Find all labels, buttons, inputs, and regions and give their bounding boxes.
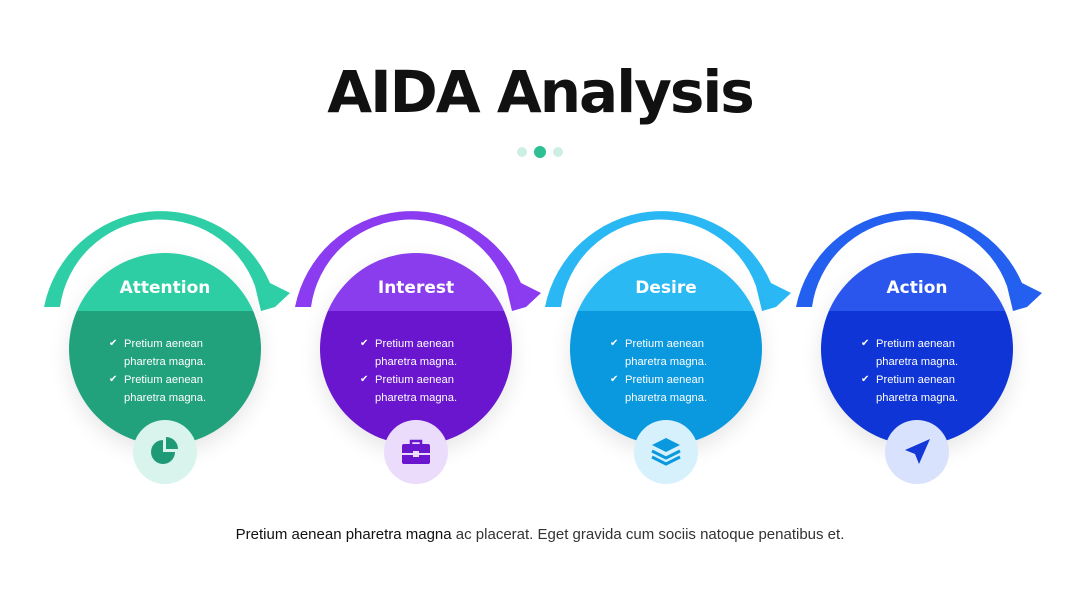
- check-icon: ✔: [861, 338, 870, 349]
- dot-indicator: [517, 147, 527, 157]
- check-icon: ✔: [610, 374, 619, 385]
- check-icon: ✔: [360, 338, 369, 349]
- bullet-item: ✔ Pretium aenean pharetra magna.: [109, 371, 239, 407]
- stage-circle: Attention ✔ Pretium aenean pharetra magna.…: [69, 253, 261, 445]
- stage-circle: Interest✔Pretium aenean pharetra magna.✔…: [320, 253, 512, 445]
- stage-action: Action ✔ Pretium aenean pharetra magna. ✔ Pr…: [792, 210, 1042, 500]
- stage-title: Desire: [635, 278, 697, 298]
- check-icon: ✔: [109, 338, 118, 349]
- curved-arrow: [545, 211, 791, 311]
- curved-arrow: [796, 211, 1042, 311]
- dot-indicator: [553, 147, 563, 157]
- stage-header: Desire: [570, 253, 762, 311]
- curved-arrow: [295, 211, 541, 311]
- stage-body: ✔ Pretium aenean pharetra magna. ✔ Pretium …: [821, 311, 1013, 445]
- stage-title: Interest: [377, 278, 455, 298]
- bullet-text: Pretium aenean pharetra magna.: [876, 338, 959, 368]
- stage-header: Interest: [320, 253, 512, 311]
- layers-icon: [634, 420, 698, 484]
- bullet-text: Pretium aenean pharetra magna.: [625, 374, 708, 404]
- dot-indicator-active: [534, 146, 546, 158]
- stage-title: Action: [886, 278, 948, 298]
- stage-interest: Interest✔Pretium aenean pharetra magna.✔…: [291, 210, 541, 500]
- bullet-text: Pretium aenean pharetra magna.: [375, 338, 458, 368]
- bullet-list: ✔ Pretium aenean pharetra magna. ✔ Pretium …: [109, 335, 239, 407]
- footer-text: Pretium aenean pharetra magna ac placera…: [0, 526, 1080, 543]
- page-title: AIDA Analysis: [327, 58, 755, 126]
- bullet-list: ✔ Pretium aenean pharetra magna. ✔ Pretium …: [861, 335, 991, 407]
- stage-circle: Action ✔ Pretium aenean pharetra magna. ✔ Pr…: [821, 253, 1013, 445]
- footer-rest: ac placerat. Eget gravida cum sociis nat…: [451, 526, 845, 543]
- paper-plane-icon: [885, 420, 949, 484]
- stage-attention: Attention ✔ Pretium aenean pharetra magna.…: [40, 210, 290, 500]
- bullet-list: ✔ Pretium aenean pharetra magna. ✔ Pretium …: [610, 335, 740, 407]
- stage-header: Action: [821, 253, 1013, 311]
- check-icon: ✔: [109, 374, 118, 385]
- bullet-item: ✔ Pretium aenean pharetra magna.: [360, 335, 490, 371]
- check-icon: ✔: [360, 374, 369, 385]
- bullet-item: ✔ Pretium aenean pharetra magna.: [610, 335, 740, 371]
- pagination-dots: [517, 146, 565, 158]
- bullet-text: Pretium aenean pharetra magna.: [124, 374, 207, 404]
- bullet-item: ✔ Pretium aenean pharetra magna.: [610, 371, 740, 407]
- bullet-item: ✔ Pretium aenean pharetra magna.: [861, 335, 991, 371]
- curved-arrow: [44, 211, 290, 311]
- bullet-list: ✔ Pretium aenean pharetra magna. ✔ Pretium …: [360, 335, 490, 407]
- stage-title: Attention: [119, 278, 211, 298]
- bullet-text: Pretium aenean pharetra magna.: [876, 374, 959, 404]
- bullet-item: ✔ Pretium aenean pharetra magna.: [109, 335, 239, 371]
- bullet-text: Pretium aenean pharetra magna.: [625, 338, 708, 368]
- bullet-text: Pretium aenean pharetra magna.: [124, 338, 207, 368]
- check-icon: ✔: [861, 374, 870, 385]
- bullet-item: ✔ Pretium aenean pharetra magna.: [861, 371, 991, 407]
- stage-header: Attention: [69, 253, 261, 311]
- stage-circle: Desire ✔ Pretium aenean pharetra magna. ✔ Pr…: [570, 253, 762, 445]
- briefcase-icon: [384, 420, 448, 484]
- stage-desire: Desire ✔ Pretium aenean pharetra magna. ✔ Pr…: [541, 210, 791, 500]
- pie-chart-icon: [133, 420, 197, 484]
- footer-strong: Pretium aenean pharetra magna: [235, 526, 452, 543]
- check-icon: ✔: [610, 338, 619, 349]
- bullet-text: Pretium aenean pharetra magna.: [375, 374, 458, 404]
- bullet-item: ✔ Pretium aenean pharetra magna.: [360, 371, 490, 407]
